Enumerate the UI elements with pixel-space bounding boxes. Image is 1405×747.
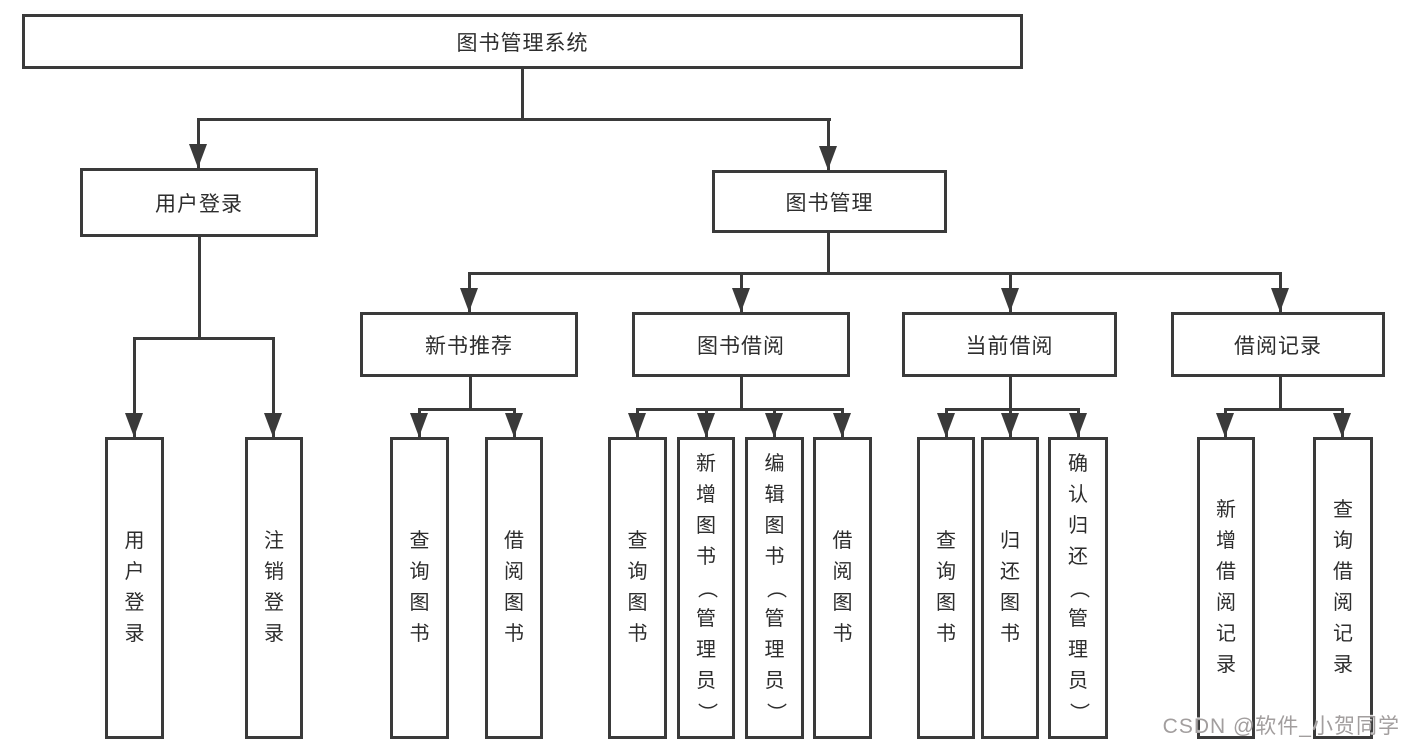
arrowhead-icon bbox=[189, 144, 207, 168]
arrowhead-icon bbox=[765, 413, 783, 437]
arrowhead-icon bbox=[264, 413, 282, 437]
arrowhead-icon bbox=[1216, 413, 1234, 437]
connector-book-borrow-stem bbox=[740, 377, 743, 408]
connector-book-borrow-bar bbox=[636, 408, 844, 411]
connector-drop-leaf-user-login bbox=[133, 337, 136, 437]
arrowhead-icon bbox=[628, 413, 646, 437]
leaf-cb-confirm-return-admin: 确认归还（管理员） bbox=[1048, 437, 1108, 739]
arrowhead-icon bbox=[819, 146, 837, 170]
node-user-login: 用户登录 bbox=[80, 168, 318, 237]
node-current-borrow: 当前借阅 bbox=[902, 312, 1117, 377]
arrowhead-icon bbox=[505, 413, 523, 437]
connector-current-borrow-bar bbox=[945, 408, 1079, 411]
arrowhead-icon bbox=[937, 413, 955, 437]
connector-level3-bar bbox=[468, 272, 1281, 275]
node-book-mgmt: 图书管理 bbox=[712, 170, 947, 233]
node-root: 图书管理系统 bbox=[22, 14, 1023, 69]
arrowhead-icon bbox=[1271, 288, 1289, 312]
connector-new-book-rec-bar bbox=[418, 408, 516, 411]
arrowhead-icon bbox=[460, 288, 478, 312]
connector-level2-bar bbox=[197, 118, 831, 121]
connector-current-borrow-stem bbox=[1009, 377, 1012, 408]
connector-drop-book-mgmt bbox=[827, 118, 830, 170]
leaf-bb-query-books: 查询图书 bbox=[608, 437, 667, 739]
leaf-br-query-record: 查询借阅记录 bbox=[1313, 437, 1373, 739]
node-new-book-rec: 新书推荐 bbox=[360, 312, 578, 377]
leaf-bb-borrow-books: 借阅图书 bbox=[813, 437, 872, 739]
connector-borrow-records-stem bbox=[1279, 377, 1282, 408]
leaf-cb-return-books: 归还图书 bbox=[981, 437, 1039, 739]
leaf-rec-query-books: 查询图书 bbox=[390, 437, 449, 739]
leaf-bb-add-books-admin: 新增图书（管理员） bbox=[677, 437, 735, 739]
connector-user-login-stem bbox=[198, 237, 201, 337]
leaf-rec-borrow-books: 借阅图书 bbox=[485, 437, 543, 739]
arrowhead-icon bbox=[732, 288, 750, 312]
leaf-cb-query-books: 查询图书 bbox=[917, 437, 975, 739]
leaf-user-login: 用户登录 bbox=[105, 437, 164, 739]
connector-borrow-records-bar bbox=[1224, 408, 1344, 411]
arrowhead-icon bbox=[697, 413, 715, 437]
leaf-bb-edit-books-admin: 编辑图书（管理员） bbox=[745, 437, 804, 739]
watermark: CSDN @软件_小贺同学 bbox=[1162, 715, 1400, 738]
arrowhead-icon bbox=[125, 413, 143, 437]
leaf-logout: 注销登录 bbox=[245, 437, 303, 739]
arrowhead-icon bbox=[1333, 413, 1351, 437]
connector-user-login-bar bbox=[133, 337, 274, 340]
connector-drop-user-login bbox=[197, 118, 200, 168]
connector-new-book-rec-stem bbox=[469, 377, 472, 408]
node-borrow-records: 借阅记录 bbox=[1171, 312, 1385, 377]
node-book-borrow: 图书借阅 bbox=[632, 312, 850, 377]
connector-root-stem bbox=[521, 69, 524, 118]
connector-book-mgmt-stem bbox=[827, 233, 830, 272]
arrowhead-icon bbox=[1001, 413, 1019, 437]
arrowhead-icon bbox=[410, 413, 428, 437]
leaf-br-add-record: 新增借阅记录 bbox=[1197, 437, 1255, 739]
arrowhead-icon bbox=[1069, 413, 1087, 437]
arrowhead-icon bbox=[833, 413, 851, 437]
arrowhead-icon bbox=[1001, 288, 1019, 312]
connector-drop-leaf-logout bbox=[272, 337, 275, 437]
